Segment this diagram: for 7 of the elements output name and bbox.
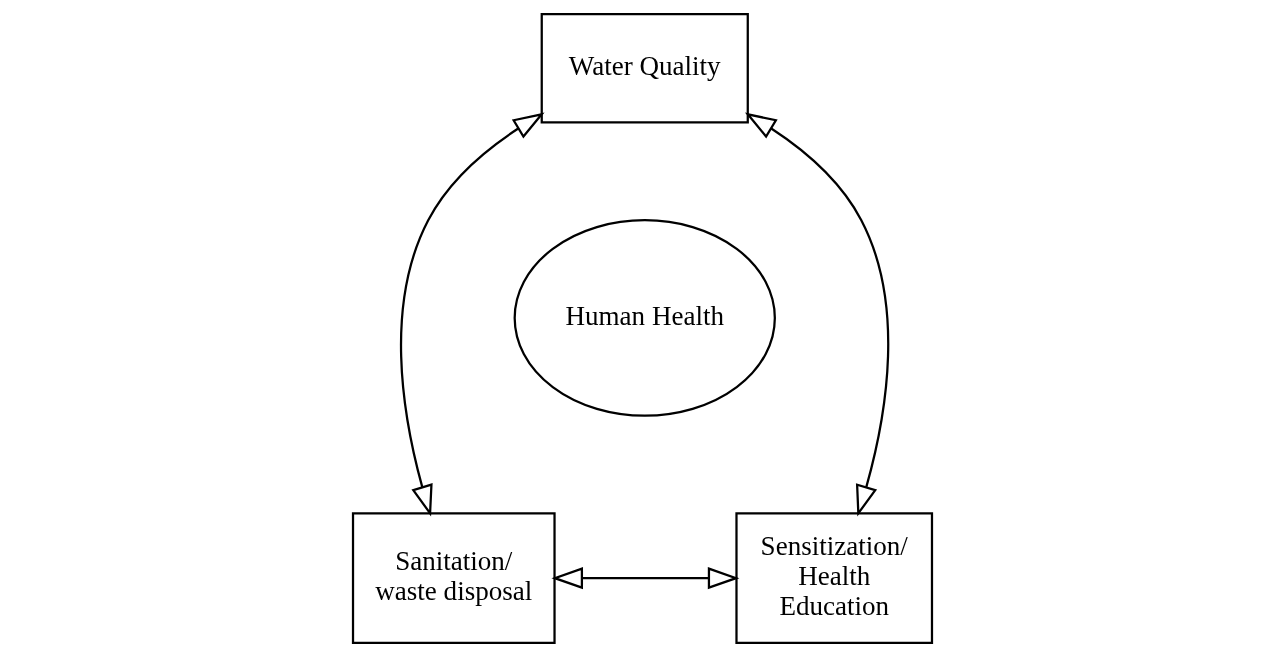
node-box: Water Quality xyxy=(540,13,749,124)
arrow xyxy=(400,112,545,517)
node-box: Sensitization/ Health Education xyxy=(735,512,934,644)
arrow xyxy=(551,567,740,590)
arrow xyxy=(744,112,890,517)
node-ellipse: Human Health xyxy=(513,219,776,417)
node-box: Sanitation/ waste disposal xyxy=(351,512,556,644)
